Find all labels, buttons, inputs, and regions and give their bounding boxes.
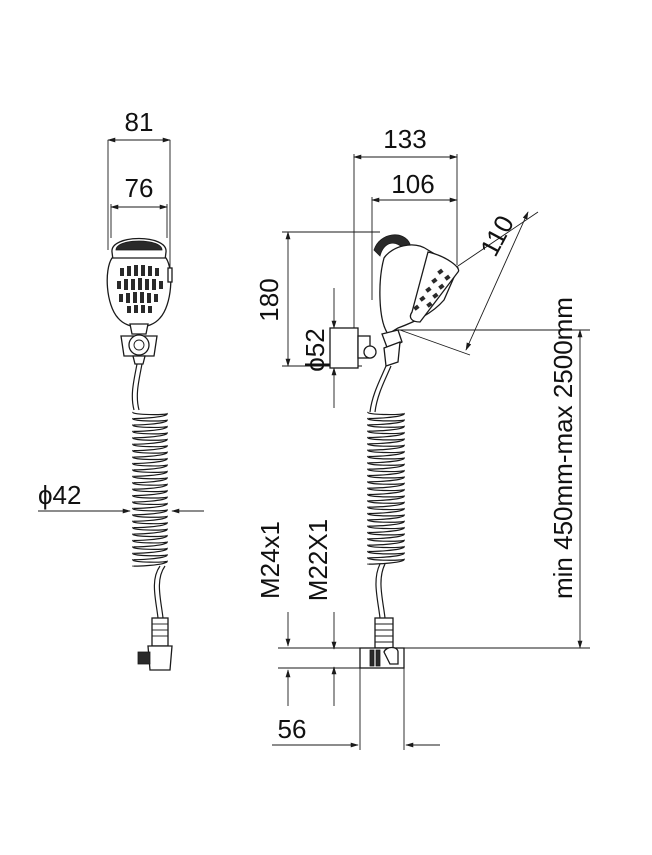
dim-110-label: 110 <box>474 210 520 261</box>
dim-m22-label: M22X1 <box>303 519 333 601</box>
dim-m24-label: M24x1 <box>255 521 285 599</box>
dim-180: 180 <box>254 231 380 367</box>
dim-81: 81 <box>107 107 171 275</box>
spray-face-side <box>413 268 451 311</box>
front-view: 81 76 <box>38 107 204 671</box>
dim-phi42-label: ϕ42 <box>38 480 81 510</box>
dim-106-label: 106 <box>391 169 434 199</box>
dim-phi42: ϕ42 <box>38 480 204 514</box>
spray-nozzles <box>117 265 163 313</box>
dim-76-label: 76 <box>125 173 154 203</box>
dim-56: 56 <box>272 668 440 750</box>
connector-front <box>137 617 173 671</box>
dim-threads: M24x1 M22X1 <box>255 519 362 706</box>
shower-head-side <box>363 234 460 367</box>
shower-head-front <box>106 237 173 335</box>
dim-106: 106 <box>371 169 458 300</box>
dim-hose-length: min 450mm-max 2500mm <box>394 297 590 649</box>
dim-76: 76 <box>110 173 168 238</box>
dim-180-label: 180 <box>254 278 284 321</box>
hose-front <box>131 363 168 619</box>
dim-hose-length-label: min 450mm-max 2500mm <box>548 297 578 599</box>
wall-bracket-front <box>120 334 158 365</box>
dim-81-label: 81 <box>125 107 154 137</box>
dim-phi52: ϕ52 <box>300 288 337 408</box>
side-view: 133 106 180 ϕ52 110 <box>254 124 590 750</box>
connector-side <box>359 617 405 669</box>
dim-133: 133 <box>353 124 458 330</box>
dim-133-label: 133 <box>383 124 426 154</box>
dim-56-label: 56 <box>278 714 307 744</box>
dim-phi52-label: ϕ52 <box>300 328 330 371</box>
wall-bracket-side <box>329 327 371 369</box>
hose-side <box>367 365 405 619</box>
